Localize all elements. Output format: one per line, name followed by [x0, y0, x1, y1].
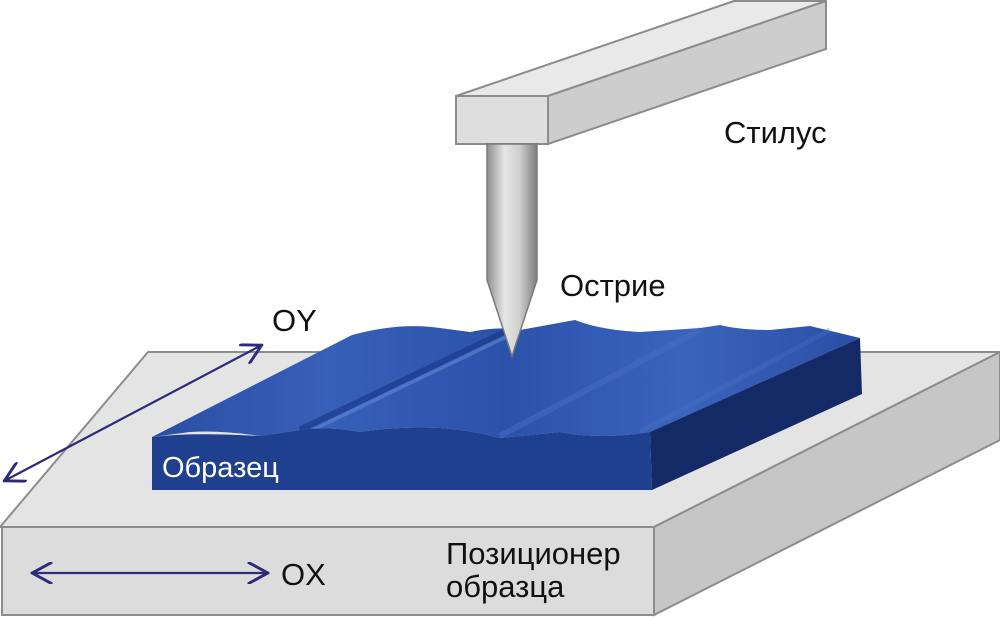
stylus-label: Стилус — [724, 115, 827, 150]
sample-front-face — [152, 427, 652, 490]
axis-x-label: OX — [281, 557, 326, 592]
stylus-tip — [486, 143, 538, 359]
sample — [152, 320, 862, 490]
sample-top-face — [152, 320, 860, 438]
tip-label: Острие — [560, 268, 666, 303]
sample-side-face — [650, 338, 862, 490]
positioner-label-line2: образца — [446, 569, 565, 604]
oy-double-headed-arrow-icon — [6, 346, 260, 480]
stylus — [455, 0, 827, 359]
sample-ridge-2 — [498, 327, 702, 439]
stylus-arm-front — [455, 95, 549, 145]
positioner-label-line1: Позиционер — [446, 536, 621, 571]
sample-groove-highlight — [311, 328, 521, 432]
sample-ridge-3 — [638, 327, 832, 435]
axis-y-label: OY — [272, 303, 317, 338]
sample-groove-1 — [298, 326, 512, 434]
sample-label: Образец — [162, 452, 279, 484]
